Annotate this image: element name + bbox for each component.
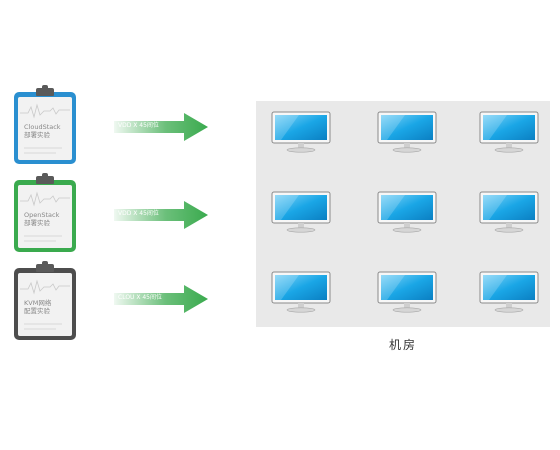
arrow-1: VDD Ⅹ 45间位 (114, 112, 208, 142)
clip-icon (36, 85, 54, 96)
clip-icon (36, 261, 54, 272)
arrow-right-icon (114, 201, 208, 229)
arrow-2: VDD Ⅹ 45间位 (114, 200, 208, 230)
monitor-icon (271, 191, 331, 233)
lab-type: 配置实验 (24, 307, 50, 315)
clipboard-kvm: KVM网络 配置实验 (14, 261, 76, 340)
arrow-label: CLOU Ⅹ 45间位 (118, 294, 162, 301)
monitor-icon (479, 271, 539, 313)
lab-name: KVM网络 (24, 299, 52, 307)
monitor-icon (377, 111, 437, 153)
monitor-icon (479, 191, 539, 233)
clipboard-cloudstack: CloudStack 部署实验 (14, 85, 76, 164)
arrow-label: VDD Ⅹ 45间位 (118, 122, 159, 129)
machine-room-label: 机房 (388, 338, 417, 352)
clipboard-text: KVM网络 配置实验 (24, 299, 70, 315)
arrow-3: CLOU Ⅹ 45间位 (114, 284, 208, 314)
arrow-right-icon (114, 285, 208, 313)
lab-type: 部署实验 (24, 131, 50, 139)
text-lines (24, 235, 62, 242)
waveform-icon (20, 279, 70, 295)
monitor-icon (271, 271, 331, 313)
waveform-icon (20, 103, 70, 119)
clipboard-text: CloudStack 部署实验 (24, 123, 70, 139)
monitor-icon (479, 111, 539, 153)
machine-room-panel (256, 101, 550, 327)
clipboard-openstack: OpenStack 部署实验 (14, 173, 76, 252)
arrow-label: VDD Ⅹ 45间位 (118, 210, 159, 217)
lab-name: OpenStack (24, 211, 60, 219)
monitor-icon (377, 271, 437, 313)
monitor-icon (271, 111, 331, 153)
clipboard-paper: OpenStack 部署实验 (18, 185, 72, 248)
monitor-icon (377, 191, 437, 233)
lab-name: CloudStack (24, 123, 61, 131)
arrow-right-icon (114, 113, 208, 141)
clipboard-paper: KVM网络 配置实验 (18, 273, 72, 336)
clip-icon (36, 173, 54, 184)
text-lines (24, 323, 62, 330)
text-lines (24, 147, 62, 154)
clipboard-text: OpenStack 部署实验 (24, 211, 70, 227)
clipboard-paper: CloudStack 部署实验 (18, 97, 72, 160)
waveform-icon (20, 191, 70, 207)
lab-type: 部署实验 (24, 219, 50, 227)
